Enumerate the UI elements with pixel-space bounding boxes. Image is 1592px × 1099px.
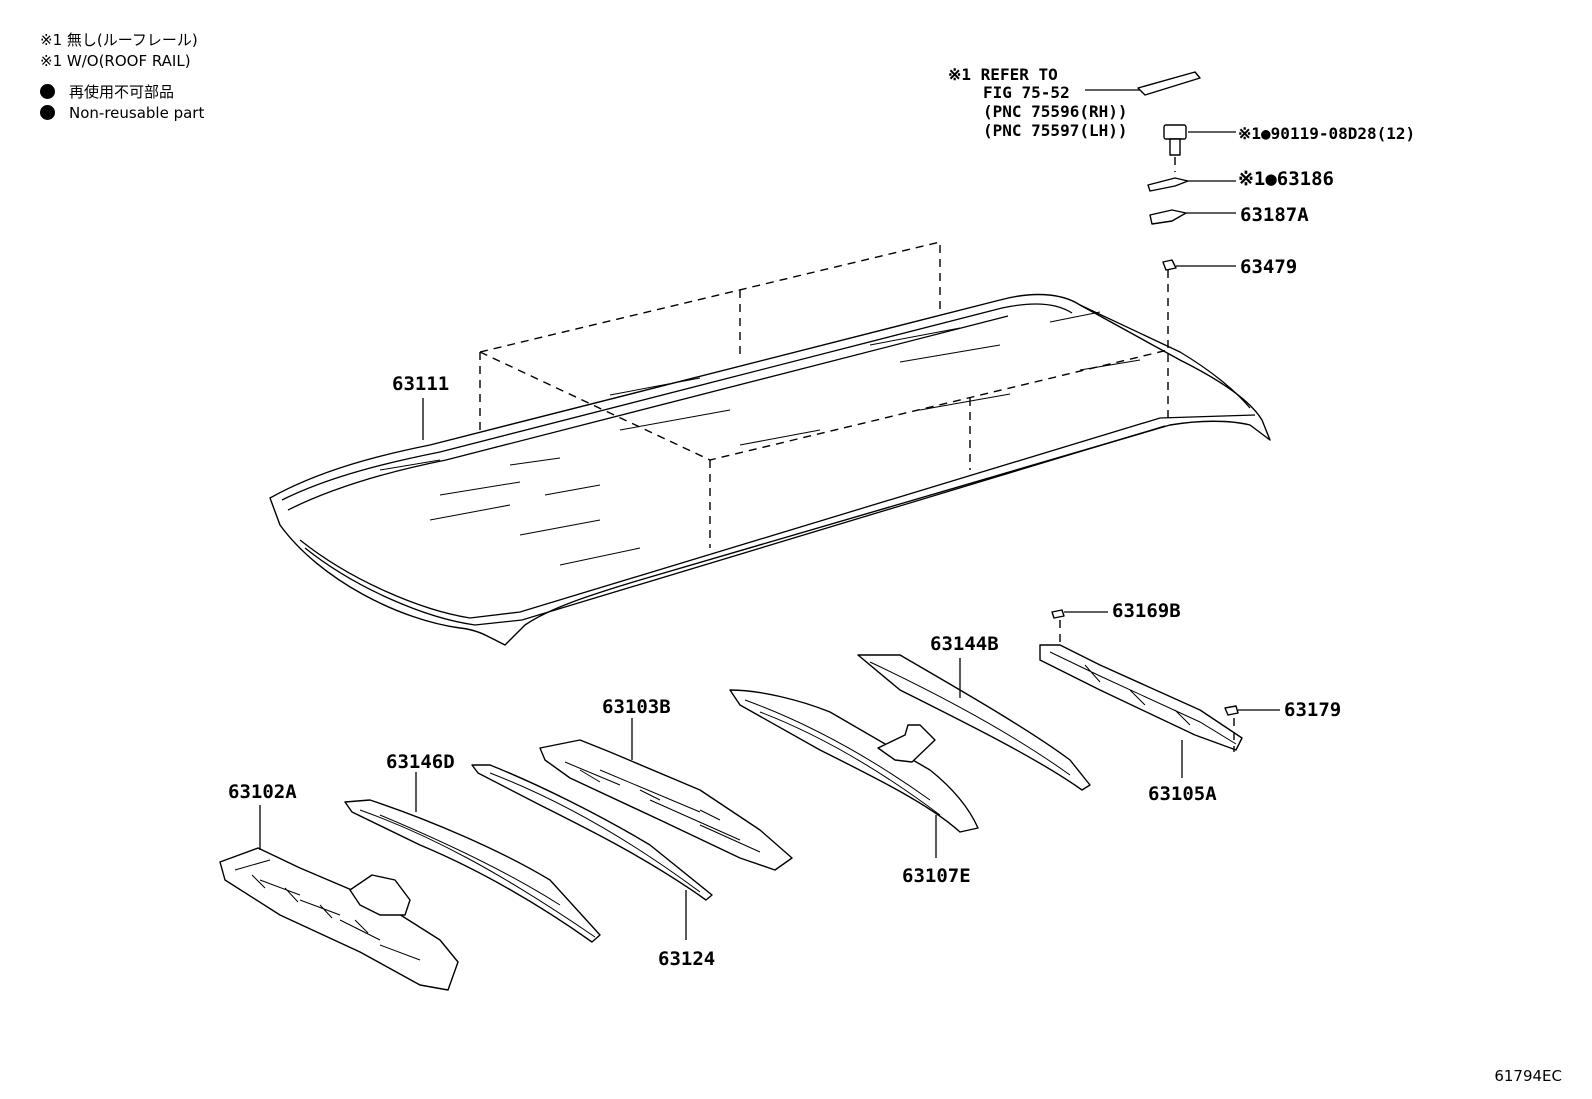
legend: ※1 無し(ルーフレール) ※1 W/O(ROOF RAIL) 再使用不可部品 …: [40, 30, 204, 124]
roof-rail-parts: [1137, 71, 1201, 271]
reinforcement-63102a: [219, 847, 459, 991]
part-label-63186: ※1●63186: [1238, 168, 1334, 190]
refer-note-line-4: (PNC 75597(LH)): [983, 121, 1128, 140]
legend-nonreusable-en-text: Non-reusable part: [69, 104, 205, 122]
filled-dot-icon: [40, 84, 55, 99]
part-label-63179: 63179: [1284, 699, 1341, 721]
refer-note: ※1 REFER TO FIG 75-52 (PNC 75596(RH)) (P…: [948, 65, 1128, 140]
legend-without-roof-rail-en: ※1 W/O(ROOF RAIL): [40, 52, 191, 70]
reinforcement-63107e: [729, 689, 979, 833]
part-label-63146d: 63146D: [386, 751, 455, 773]
clip-63479: [1162, 259, 1177, 271]
part-label-63111: 63111: [392, 373, 449, 395]
refer-note-line-1: ※1 REFER TO: [948, 65, 1058, 84]
part-label-90119: ※1●90119-08D28(12): [1238, 124, 1415, 143]
bracket-63187a: [1149, 209, 1187, 225]
part-label-63105a: 63105A: [1148, 783, 1217, 805]
refer-note-line-3: (PNC 75596(RH)): [983, 102, 1128, 121]
part-label-63187a: 63187A: [1240, 204, 1309, 226]
refer-note-line-2: FIG 75-52: [983, 83, 1070, 102]
legend-nonreusable-jp: 再使用不可部品: [40, 82, 204, 103]
part-label-63102a: 63102A: [228, 781, 297, 803]
leader-lines: [259, 89, 1280, 940]
bracket-63186: [1147, 177, 1189, 192]
part-label-63479: 63479: [1240, 256, 1297, 278]
bolt-icon: [1163, 124, 1187, 156]
part-label-63144b: 63144B: [930, 633, 999, 655]
legend-without-roof-rail-jp: ※1 無し(ルーフレール): [40, 31, 198, 49]
legend-nonreusable-jp-text: 再使用不可部品: [69, 83, 175, 101]
reinforcement-63146d: [344, 799, 601, 943]
reinforcement-63144b: [857, 654, 1091, 791]
clip-63179: [1224, 705, 1239, 716]
legend-nonreusable-en: Non-reusable part: [40, 103, 204, 124]
assembly-dashed-box: [479, 241, 1169, 548]
bracket-on-63107e: [877, 724, 936, 763]
roof-rail-end-cover: [1137, 71, 1201, 96]
part-label-63169b: 63169B: [1112, 600, 1181, 622]
clip-63169b: [1051, 609, 1065, 619]
figure-code: 61794EC: [1494, 1067, 1562, 1085]
part-label-63103b: 63103B: [602, 696, 671, 718]
reinforcement-63105a: [1039, 609, 1243, 752]
bracket-on-63102a: [349, 874, 411, 916]
filled-dot-icon: [40, 105, 55, 120]
reinforcement-63103b: [539, 739, 793, 871]
part-label-63124: 63124: [658, 948, 715, 970]
reinforcement-63124: [471, 764, 713, 901]
roof-panel: [269, 293, 1271, 646]
part-label-63107e: 63107E: [902, 865, 971, 887]
